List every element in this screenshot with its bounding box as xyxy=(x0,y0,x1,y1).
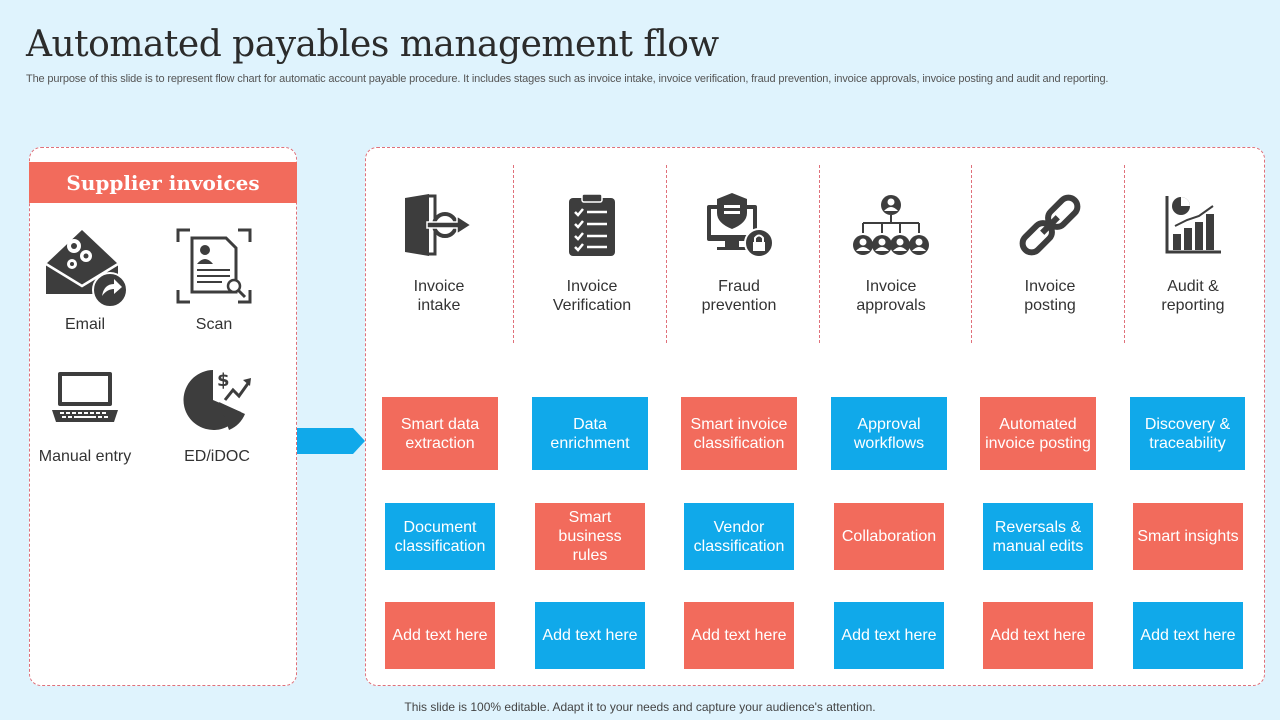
feature-box: Discovery & traceability xyxy=(1130,397,1245,470)
feature-box: Vendor classification xyxy=(684,503,794,570)
slide-subtitle: The purpose of this slide is to represen… xyxy=(26,73,1109,85)
source-label: Email xyxy=(64,316,105,333)
feature-box: Collaboration xyxy=(834,503,944,570)
placeholder-box: Add text here xyxy=(983,602,1093,669)
email-gears-icon xyxy=(25,226,145,308)
stage-divider xyxy=(666,165,667,343)
stage-audit-reporting: Audit & reporting xyxy=(1117,185,1269,315)
source-label: Scan xyxy=(195,316,233,333)
source-email: Email xyxy=(25,226,145,334)
placeholder-box: Add text here xyxy=(1133,602,1243,669)
placeholder-box: Add text here xyxy=(385,602,495,669)
feature-box: Approval workflows xyxy=(831,397,947,470)
feature-box: Reversals & manual edits xyxy=(983,503,1093,570)
stage-label: Fraud prevention xyxy=(701,278,777,314)
flow-arrow xyxy=(297,426,367,461)
scan-document-icon xyxy=(154,226,274,306)
stage-invoice-intake: Invoice intake xyxy=(363,185,515,315)
stage-invoice-posting: Invoice posting xyxy=(974,185,1126,315)
stage-label: Invoice intake xyxy=(413,278,465,314)
process-panel xyxy=(365,147,1265,686)
source-label: ED/iDOC xyxy=(184,448,250,465)
slide-title: Automated payables management flow xyxy=(26,24,719,65)
stage-invoice-verification: Invoice Verification xyxy=(516,185,668,315)
feature-box: Automated invoice posting xyxy=(980,397,1096,470)
source-manual-entry: Manual entry xyxy=(25,358,145,466)
bar-chart-report-icon xyxy=(1117,185,1269,265)
source-scan: Scan xyxy=(154,226,274,334)
stage-label: Invoice Verification xyxy=(552,278,632,314)
pie-dollar-icon: $ xyxy=(157,358,277,438)
feature-box: Smart insights xyxy=(1133,503,1243,570)
feature-box: Data enrichment xyxy=(532,397,648,470)
stage-divider xyxy=(1124,165,1125,343)
feature-box: Smart invoice classification xyxy=(681,397,797,470)
stage-divider xyxy=(513,165,514,343)
placeholder-box: Add text here xyxy=(684,602,794,669)
stage-label: Audit & reporting xyxy=(1161,278,1225,314)
placeholder-box: Add text here xyxy=(535,602,645,669)
source-label: Manual entry xyxy=(38,448,132,465)
stage-divider xyxy=(971,165,972,343)
monitor-shield-lock-icon xyxy=(663,185,815,265)
laptop-icon xyxy=(25,358,145,438)
feature-box: Document classification xyxy=(385,503,495,570)
door-enter-icon xyxy=(363,185,515,265)
feature-box: Smart data extraction xyxy=(382,397,498,470)
svg-text:$: $ xyxy=(217,370,230,391)
org-hierarchy-icon xyxy=(815,185,967,265)
stage-fraud-prevention: Fraud prevention xyxy=(663,185,815,315)
stage-divider xyxy=(819,165,820,343)
stage-invoice-approvals: Invoice approvals xyxy=(815,185,967,315)
chain-link-icon xyxy=(974,185,1126,265)
footer-note: This slide is 100% editable. Adapt it to… xyxy=(404,700,876,714)
placeholder-box: Add text here xyxy=(834,602,944,669)
stage-label: Invoice approvals xyxy=(856,278,926,314)
stage-label: Invoice posting xyxy=(1024,278,1076,314)
feature-box: Smart business rules xyxy=(535,503,645,570)
source-ed-idoc: $ ED/iDOC xyxy=(157,358,277,466)
checklist-clipboard-icon xyxy=(516,185,668,265)
supplier-invoices-header: Supplier invoices xyxy=(29,162,297,203)
